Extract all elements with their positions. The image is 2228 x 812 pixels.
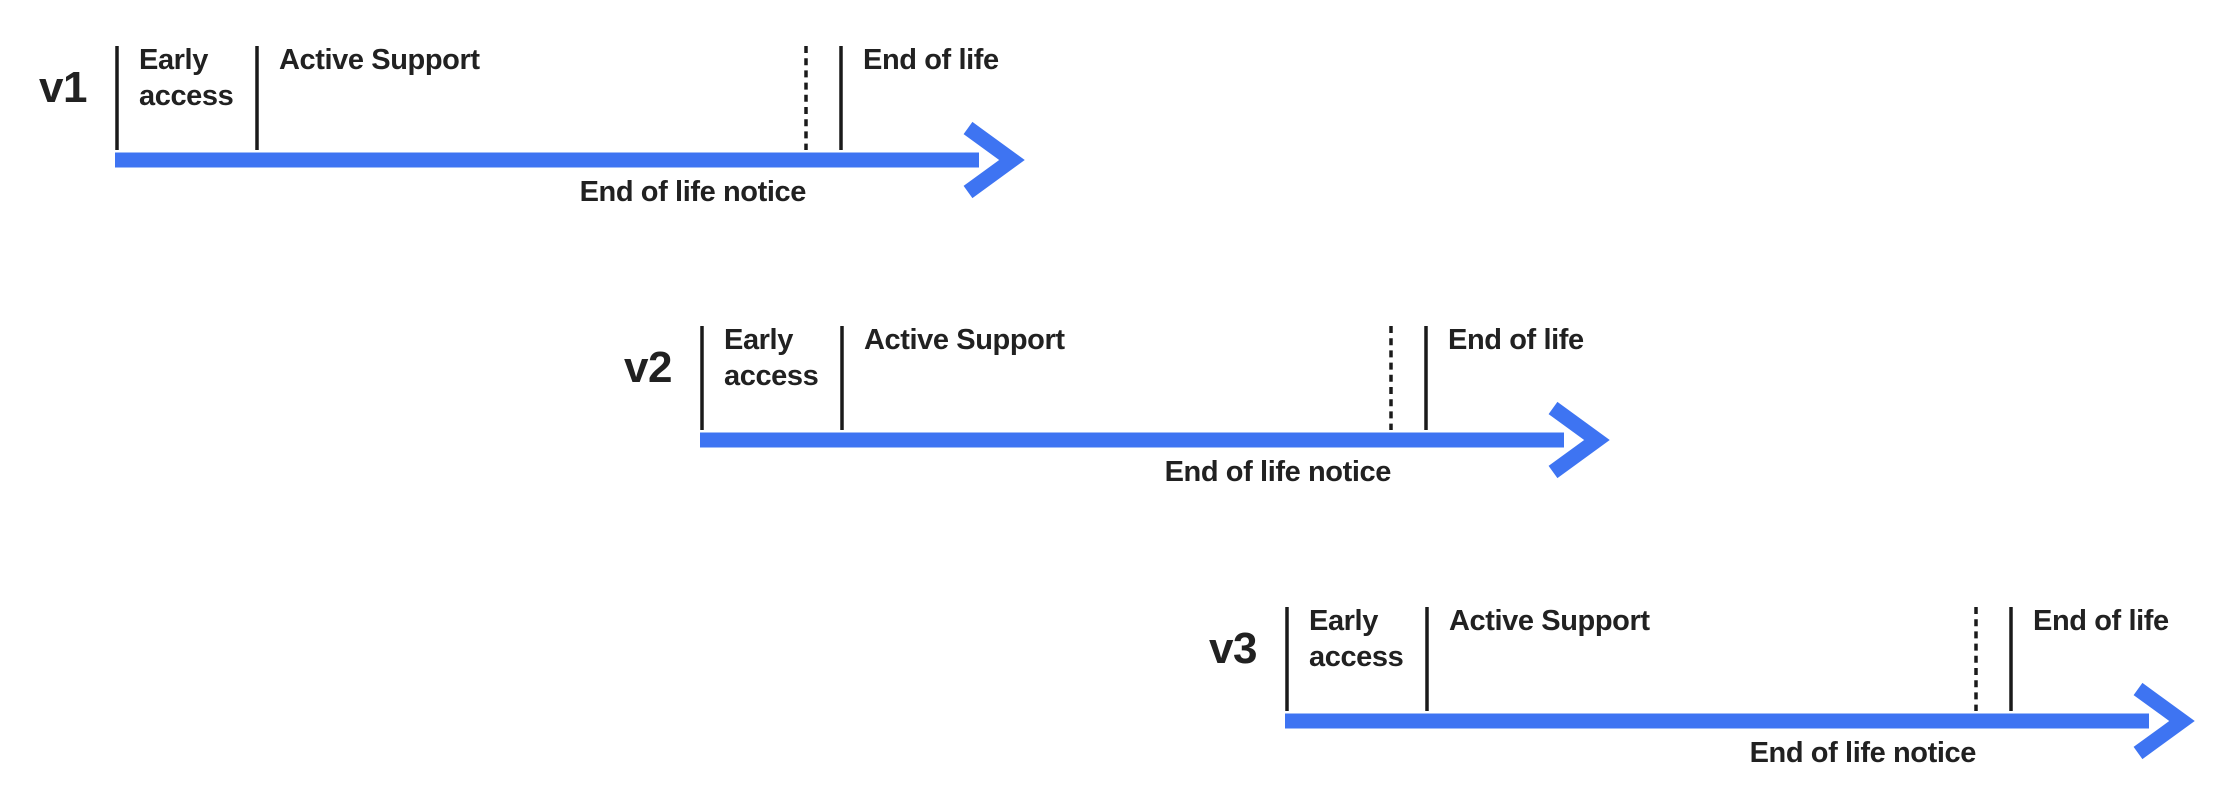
phase-label-end-of-life: End of life <box>1448 324 1584 356</box>
phase-label-end-of-life: End of life <box>2033 605 2169 637</box>
version-label: v1 <box>39 63 87 112</box>
version-label: v3 <box>1209 624 1257 673</box>
phase-label-active-support: Active Support <box>864 324 1065 356</box>
arrow-head-icon <box>2133 682 2195 760</box>
phase-label-active-support: Active Support <box>279 44 480 76</box>
timeline-v3: v3 Early access Active Support End of li… <box>1197 603 2207 788</box>
phase-label-early-access: Early access <box>1309 605 1404 673</box>
arrow-head-icon <box>963 121 1025 199</box>
eol-notice-label: End of life notice <box>579 176 807 208</box>
phase-label-early-access: Early access <box>724 324 819 392</box>
timeline-v3-graphic <box>1285 607 2195 760</box>
arrow-head-icon <box>1548 401 1610 479</box>
timeline-v2: v2 Early access Active Support End of li… <box>612 322 1622 507</box>
phase-label-active-support: Active Support <box>1449 605 1650 637</box>
timeline-v1: v1 Early access Active Support End of li… <box>27 42 1037 227</box>
timeline-v1-graphic <box>115 46 1025 199</box>
phase-label-end-of-life: End of life <box>863 44 999 76</box>
phase-label-early-access: Early access <box>139 44 234 112</box>
version-label: v2 <box>624 343 672 392</box>
eol-notice-label: End of life notice <box>1164 456 1392 488</box>
eol-notice-label: End of life notice <box>1749 737 1977 769</box>
timeline-v2-graphic <box>700 326 1610 479</box>
